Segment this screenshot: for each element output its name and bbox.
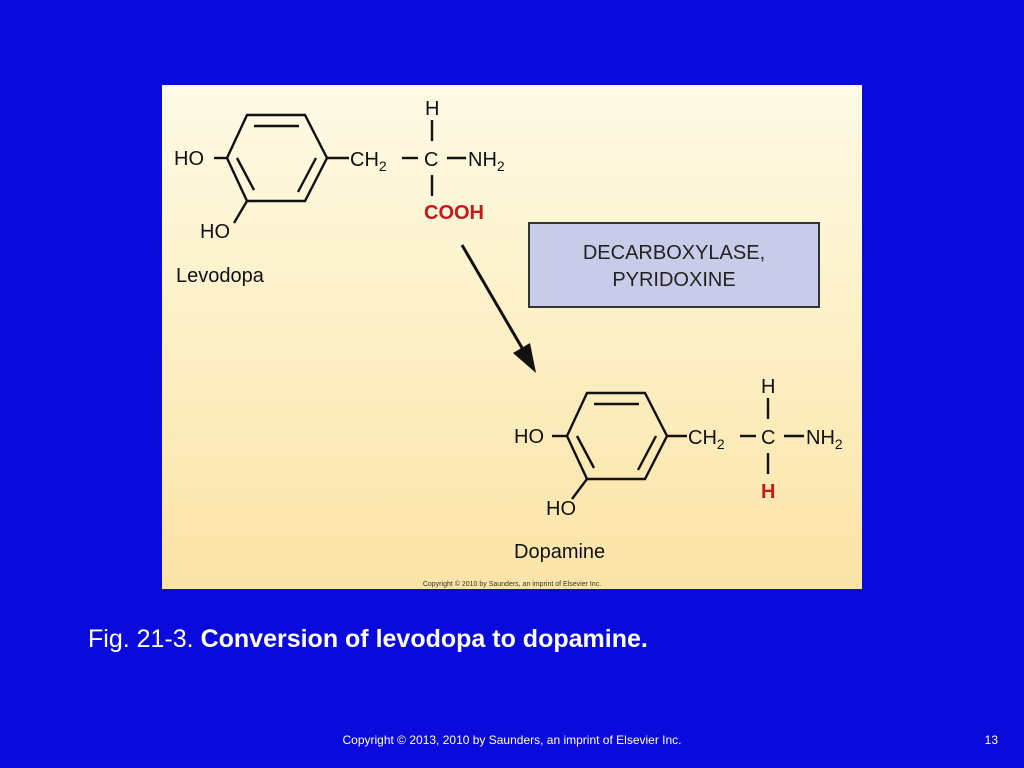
reaction-diagram: HO HO CH2 C NH2 H COOH Levodopa DECARBOX… bbox=[174, 98, 843, 588]
figure-copyright: Copyright © 2010 by Saunders, an imprint… bbox=[423, 580, 601, 588]
caption-title: Conversion of levodopa to dopamine. bbox=[200, 625, 648, 653]
enzyme-line2: PYRIDOXINE bbox=[612, 269, 735, 291]
levodopa-h-top: H bbox=[425, 98, 439, 120]
levodopa-ho-bottom: HO bbox=[200, 221, 230, 243]
dopamine-nh-subscript: 2 bbox=[835, 436, 843, 452]
dopamine-ho-top: HO bbox=[514, 426, 544, 448]
figure-caption: Fig. 21-3. Conversion of levodopa to dop… bbox=[88, 625, 648, 654]
dopamine-oh-bond-bottom bbox=[571, 478, 588, 500]
levodopa-ho-top: HO bbox=[174, 148, 204, 170]
dopamine-ho-bottom: HO bbox=[546, 498, 576, 520]
slide-number: 13 bbox=[984, 733, 998, 747]
enzyme-line1: DECARBOXYLASE, bbox=[583, 242, 765, 264]
levodopa-c: C bbox=[424, 149, 438, 171]
reaction-arrow bbox=[460, 244, 536, 373]
dopamine-c: C bbox=[761, 427, 775, 449]
levodopa-ch-subscript: 2 bbox=[379, 158, 387, 174]
levodopa-ch: CH bbox=[350, 149, 379, 171]
svg-text:CH2: CH2 bbox=[688, 427, 725, 452]
dopamine-ch-subscript: 2 bbox=[717, 436, 725, 452]
dopamine-benzene-ring bbox=[565, 391, 669, 481]
levodopa-nh: NH bbox=[468, 149, 497, 171]
dopamine-nh: NH bbox=[806, 427, 835, 449]
levodopa-oh-bond-bottom bbox=[232, 200, 249, 224]
dopamine-h-top: H bbox=[761, 376, 775, 398]
svg-text:NH2: NH2 bbox=[806, 427, 843, 452]
dopamine-molecule bbox=[552, 391, 804, 500]
dopamine-label: Dopamine bbox=[514, 541, 605, 563]
levodopa-cooh: COOH bbox=[424, 202, 484, 224]
arrow-head-icon bbox=[513, 343, 536, 373]
footer-copyright: Copyright © 2013, 2010 by Saunders, an i… bbox=[342, 733, 682, 747]
caption-prefix: Fig. 21-3. bbox=[88, 625, 194, 653]
dopamine-ch: CH bbox=[688, 427, 717, 449]
reaction-figure: HO HO CH2 C NH2 H COOH Levodopa DECARBOX… bbox=[162, 85, 862, 589]
levodopa-label: Levodopa bbox=[176, 265, 265, 287]
levodopa-molecule bbox=[214, 113, 466, 224]
dopamine-h-bottom: H bbox=[761, 481, 775, 503]
svg-text:NH2: NH2 bbox=[468, 149, 505, 174]
svg-text:CH2: CH2 bbox=[350, 149, 387, 174]
levodopa-nh-subscript: 2 bbox=[497, 158, 505, 174]
levodopa-benzene-ring bbox=[225, 113, 329, 203]
enzyme-box bbox=[528, 222, 820, 308]
